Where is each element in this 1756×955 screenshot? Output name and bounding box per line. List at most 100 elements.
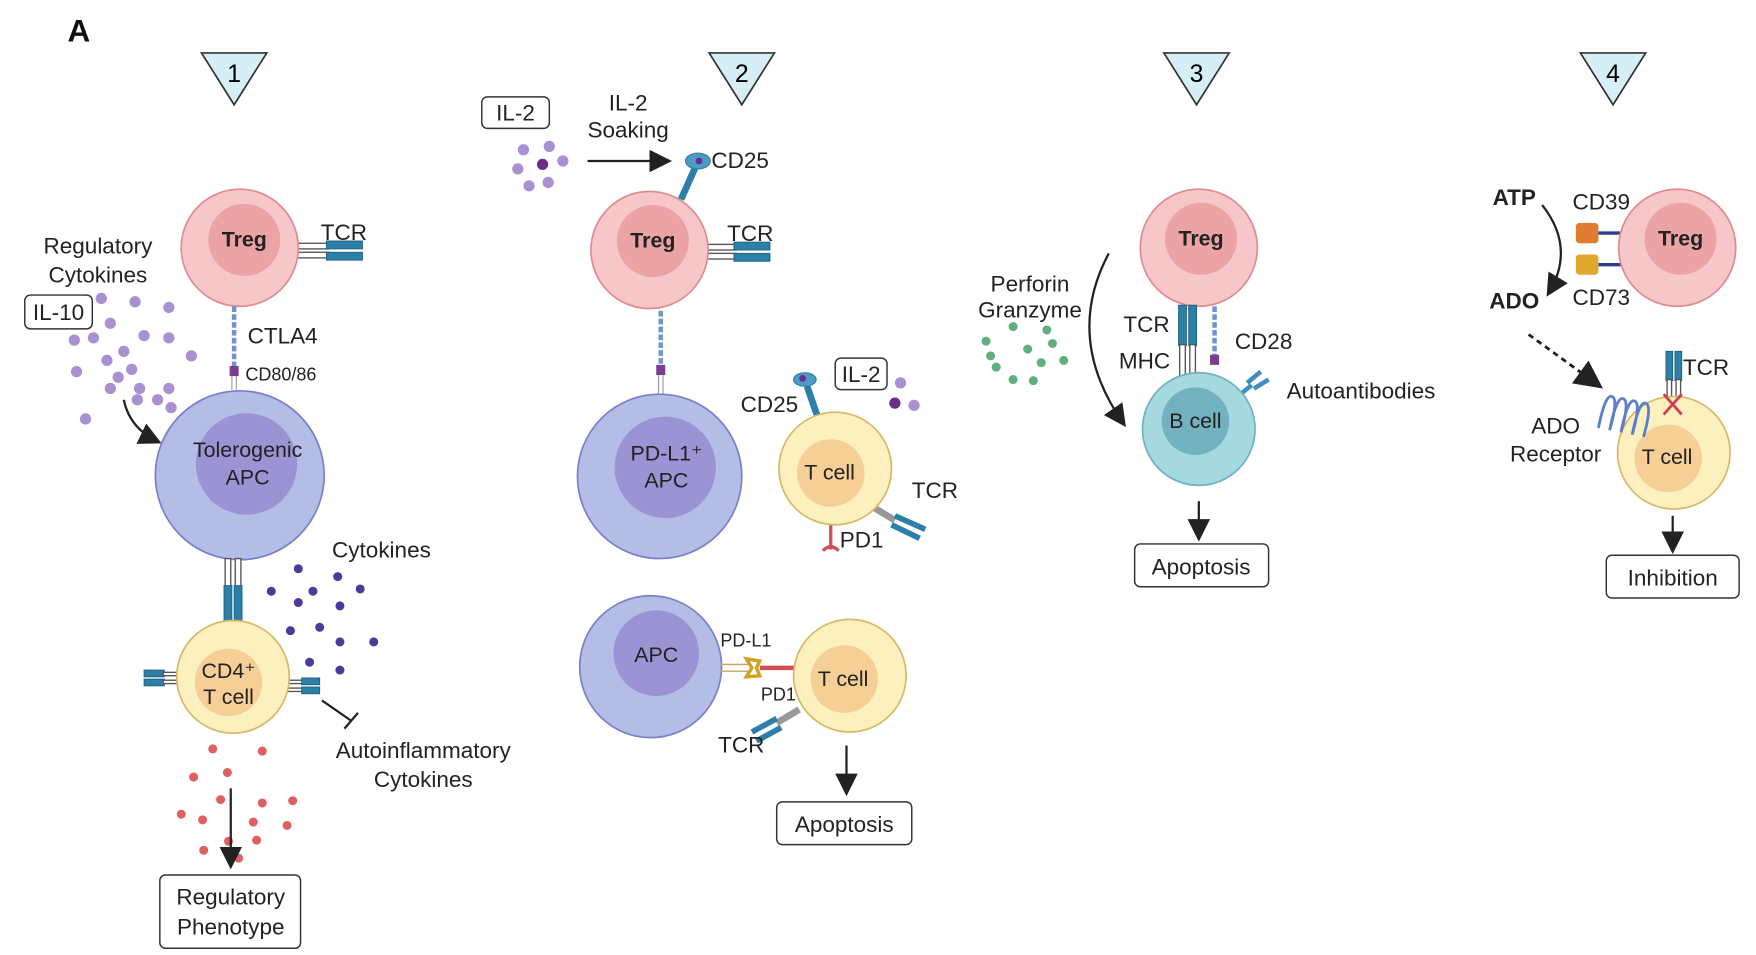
inhibition-icon [321, 699, 359, 730]
cytokine-dot [293, 598, 303, 608]
autoinflammatory-dot [216, 795, 226, 805]
cytokine-dot [335, 637, 345, 647]
svg-text:Regulatory: Regulatory [44, 233, 154, 258]
il2-dot [543, 140, 555, 153]
treg-cell: Treg [1139, 188, 1259, 308]
svg-text:T cell: T cell [804, 461, 855, 485]
svg-text:Soaking: Soaking [587, 117, 668, 142]
il10-dot [126, 363, 138, 376]
svg-text:Treg: Treg [630, 229, 675, 253]
panel-3: Perforin Granzyme Treg B cell TCR MHC CD… [978, 188, 1435, 588]
cytokine-dot [355, 584, 365, 594]
step-marker-1: 1 [199, 52, 269, 107]
autoinflammatory-dot [222, 768, 232, 778]
cytokine-dot [305, 657, 315, 667]
step-marker-3: 3 [1162, 52, 1231, 107]
t-cell: T cell [778, 411, 893, 526]
il10-label: IL-10 [33, 300, 84, 325]
il10-dot [112, 371, 124, 383]
autoinflammatory-dot [234, 853, 244, 863]
svg-text:IL-2: IL-2 [496, 100, 535, 125]
svg-text:Treg: Treg [1658, 227, 1703, 251]
svg-text:Cytokines: Cytokines [49, 263, 148, 288]
il10-dot [163, 382, 175, 395]
il10-dot [104, 317, 116, 329]
cd4-t-cell: CD4⁺ T cell [175, 619, 291, 734]
granzyme-dot [991, 362, 1001, 372]
svg-text:IL-2: IL-2 [609, 90, 648, 115]
granzyme-dot [1008, 322, 1018, 332]
svg-text:Treg: Treg [1178, 227, 1223, 251]
svg-text:TCR: TCR [1683, 355, 1729, 380]
svg-text:PD1: PD1 [840, 527, 884, 552]
granzyme-dot [1008, 375, 1018, 385]
il10-dot [129, 296, 141, 308]
il2-dot [523, 180, 535, 192]
il10-dot [185, 350, 197, 362]
cytokine-dot [285, 626, 295, 636]
svg-text:B cell: B cell [1169, 409, 1221, 433]
granzyme-dot [981, 336, 991, 346]
il10-dot [118, 345, 130, 357]
treg-cell: Treg [590, 190, 709, 310]
autoinflammatory-dot [198, 815, 208, 825]
cd39-enzyme [1575, 222, 1599, 244]
cytokine-dots [68, 140, 1069, 863]
svg-text:APC: APC [644, 469, 688, 493]
panel-label: A [68, 13, 91, 49]
granzyme-dot [1059, 355, 1069, 365]
treg-cell: Treg [180, 188, 300, 308]
granzyme-dot [986, 351, 996, 361]
svg-text:3: 3 [1190, 61, 1204, 88]
autoinflammatory-dot [199, 845, 209, 855]
b-cell: B cell [1141, 371, 1256, 487]
svg-text:PD-L1⁺: PD-L1⁺ [630, 442, 702, 466]
svg-text:APC: APC [226, 465, 270, 489]
svg-text:CD39: CD39 [1573, 189, 1631, 214]
treg-cell: Treg [1617, 188, 1737, 308]
cytokine-dot [333, 572, 343, 582]
panel-4: ATP ADO CD39 CD73 Treg T cell TCR ADO Re… [1489, 185, 1740, 599]
il2-dot [512, 163, 524, 175]
svg-text:ADO: ADO [1489, 289, 1539, 314]
pdl1-apc-cell: PD-L1⁺ APC [576, 393, 743, 560]
svg-text:Autoinflammatory: Autoinflammatory [336, 738, 512, 763]
svg-text:T cell: T cell [818, 667, 869, 691]
il10-dot [131, 394, 143, 406]
svg-text:TCR: TCR [727, 221, 773, 246]
svg-text:2: 2 [735, 61, 749, 88]
svg-text:Receptor: Receptor [1510, 442, 1602, 467]
cytokine-dot [369, 637, 379, 647]
cytokine-dot [266, 586, 276, 596]
svg-text:MHC: MHC [1119, 348, 1170, 373]
autoinflammatory-dot [248, 817, 258, 827]
svg-text:4: 4 [1606, 61, 1620, 88]
il10-dot [163, 332, 175, 344]
autoinflammatory-dot [282, 820, 292, 830]
autoinflammatory-dot [208, 744, 218, 754]
apc-cell: APC [578, 594, 723, 739]
blocked-x-icon [1662, 393, 1683, 416]
cytokine-dot [293, 564, 303, 574]
svg-text:CD73: CD73 [1573, 285, 1631, 310]
svg-text:T cell: T cell [1642, 445, 1693, 469]
ado-receptor-icon [1597, 395, 1650, 438]
granzyme-dot [1042, 325, 1052, 335]
il2-dot [517, 144, 530, 156]
il2-dot [536, 158, 549, 171]
panel-2: IL-2 IL-2 Soaking CD25 Treg TCR PD-L1⁺ A… [481, 90, 958, 846]
il10-dot [87, 332, 100, 344]
il10-dot [95, 292, 107, 305]
il2-dot [889, 397, 901, 409]
il10-dot [70, 366, 83, 378]
granzyme-dot [1023, 344, 1033, 354]
t-cell: T cell [1616, 395, 1731, 510]
il10-dot [68, 334, 80, 346]
svg-text:IL-2: IL-2 [842, 362, 881, 387]
svg-text:TCR: TCR [912, 478, 958, 503]
t-cell: T cell [792, 618, 907, 733]
granzyme-dot [1028, 376, 1038, 386]
svg-text:Cytokines: Cytokines [332, 537, 431, 562]
svg-text:ATP: ATP [1493, 185, 1536, 210]
il2-dot [894, 377, 907, 389]
